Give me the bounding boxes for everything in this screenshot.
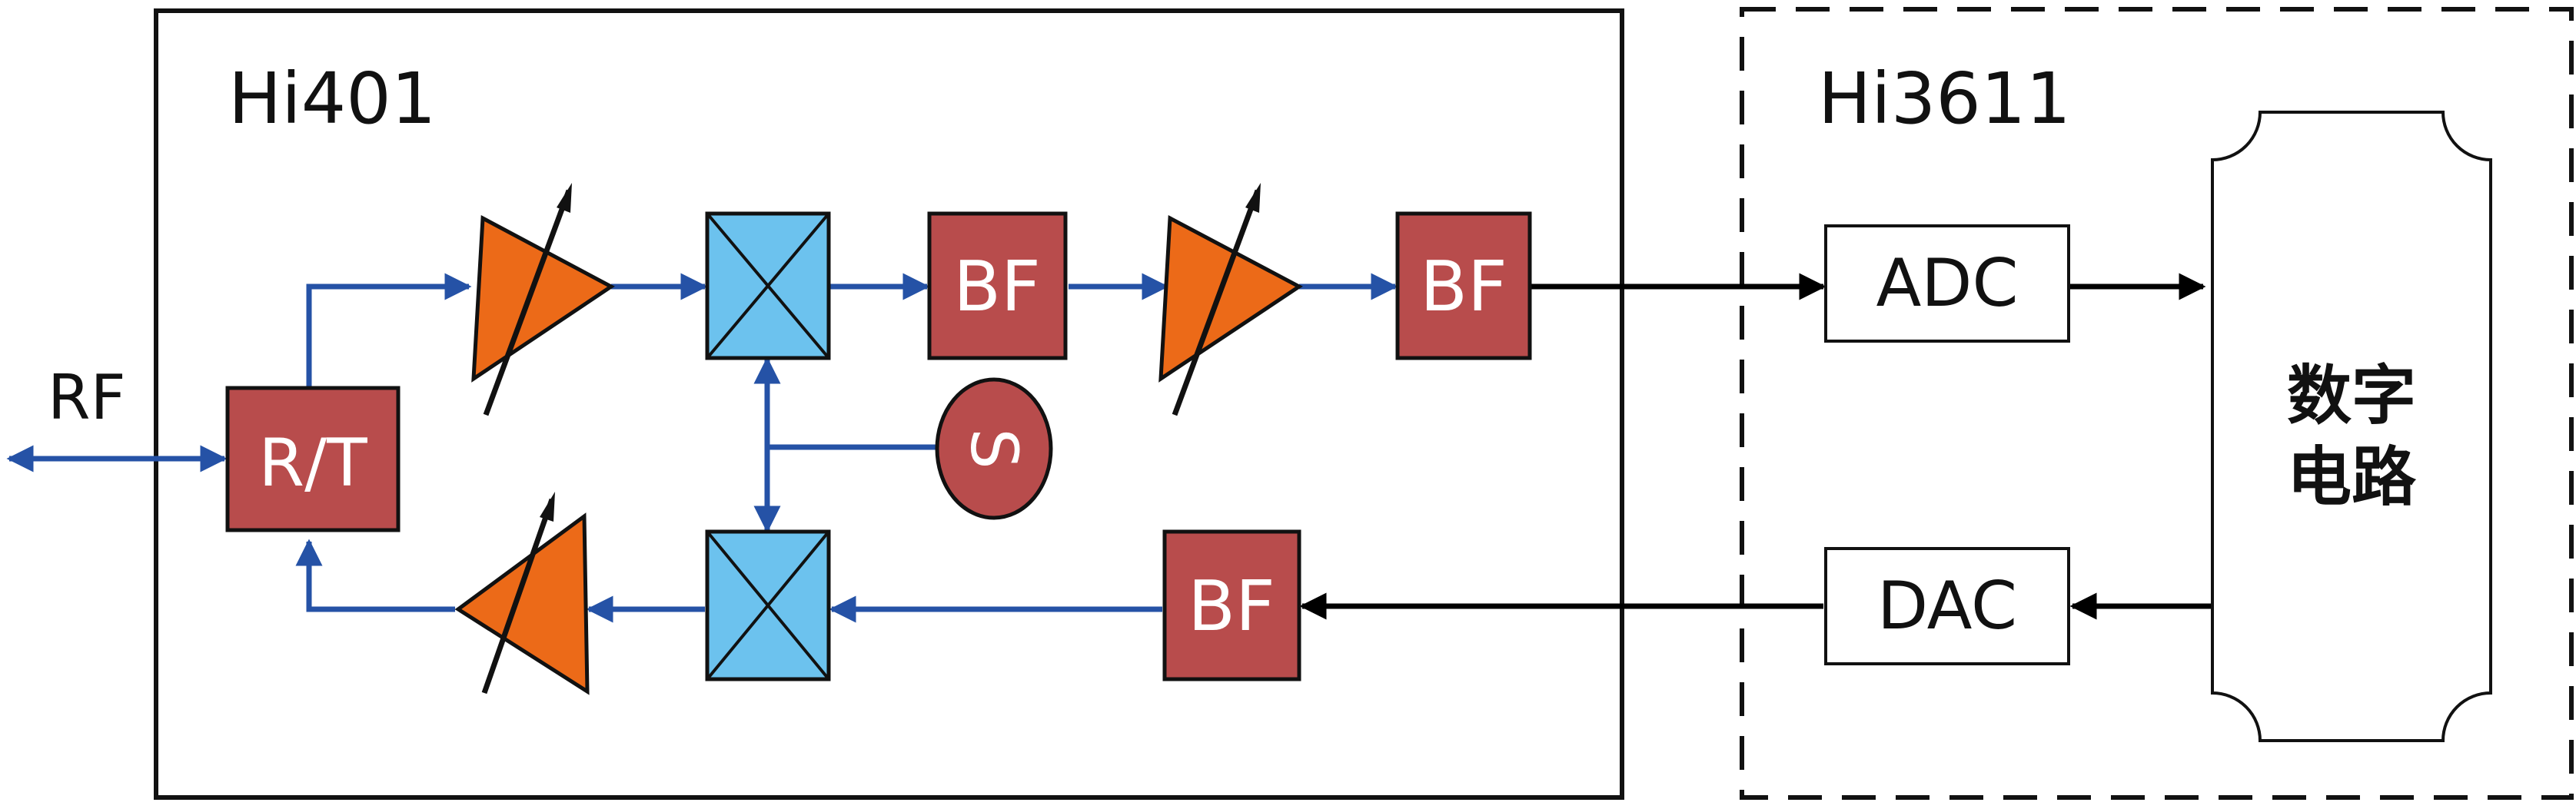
bf-filter-1-label: BF <box>953 247 1041 327</box>
pa-to-rt-wire <box>295 539 455 612</box>
dac-label: DAC <box>1877 568 2017 645</box>
lna-variable-amplifier <box>471 183 615 416</box>
digital-circuit-block: 数字 电路 <box>2211 111 2492 742</box>
bf-filter-2: BF <box>1395 211 1532 360</box>
bf-filter-2-label: BF <box>1420 247 1507 327</box>
bf-filter-3-label: BF <box>1188 566 1275 647</box>
chip-interface-wires <box>1299 273 2211 620</box>
hi3611-title: Hi3611 <box>1818 58 2071 140</box>
rt-label: R/T <box>258 425 367 502</box>
rt-to-lna-wire <box>306 273 472 388</box>
rf-label: RF <box>48 362 126 433</box>
digital-circuit-line2: 电路 <box>2287 439 2417 515</box>
rt-switch: R/T <box>225 386 401 532</box>
digital-circuit-line1: 数字 <box>2287 358 2416 433</box>
vga-variable-amplifier <box>1158 183 1303 416</box>
hi401-title: Hi401 <box>228 58 436 140</box>
adc-label: ADC <box>1876 245 2018 322</box>
rx-mixer <box>705 211 831 360</box>
hi401-boundary <box>154 8 1624 800</box>
bf-filter-1: BF <box>927 211 1068 360</box>
dac-block: DAC <box>1824 547 2070 665</box>
tx-mixer <box>705 529 831 681</box>
adc-block: ADC <box>1824 224 2070 343</box>
local-oscillator: S <box>935 377 1053 520</box>
bf-filter-3: BF <box>1162 529 1301 681</box>
rf-wires <box>6 273 1398 623</box>
oscillator-label: S <box>956 428 1032 469</box>
pa-variable-amplifier <box>454 492 590 695</box>
